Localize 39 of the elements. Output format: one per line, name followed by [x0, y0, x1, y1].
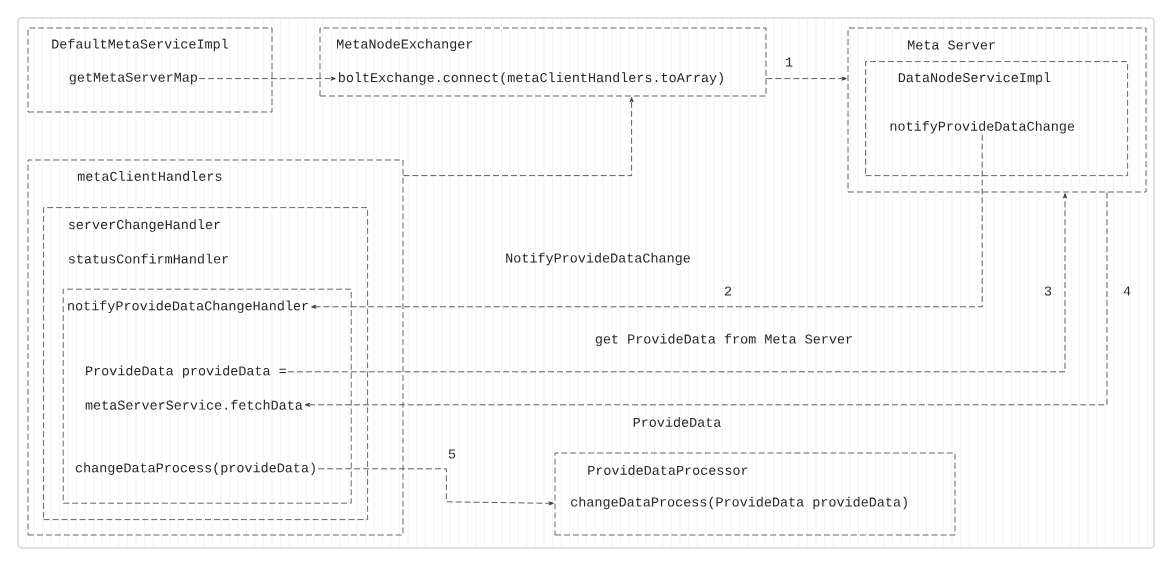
method-label: changeDataProcess(provideData)	[75, 462, 315, 476]
edge-label: 3	[1044, 286, 1052, 296]
method-label: getMetaServerMap	[69, 72, 197, 85]
box-title: DefaultMetaServiceImpl	[52, 38, 228, 52]
box-title: changeDataProcess(ProvideData provideData)	[571, 496, 907, 510]
edge-label: 5	[448, 449, 456, 459]
method-label: notifyProvideDataChangeHandler	[68, 300, 308, 314]
method-label: metaServerService.fetchData	[85, 399, 303, 410]
box-title: Meta Server	[908, 40, 995, 50]
class-box	[865, 61, 1128, 176]
arrow	[287, 193, 1067, 373]
box-title: statusConfirmHandler	[68, 253, 228, 264]
flow-label: ProvideData	[633, 417, 721, 427]
edge-label: 4	[1123, 286, 1131, 296]
server-box	[847, 27, 1147, 193]
class-box	[319, 27, 767, 97]
edge-label: 1	[785, 57, 793, 67]
method-label: boltExchange.connect(metaClientHandlers.toArray)	[338, 72, 723, 85]
box-title: metaClientHandlers	[77, 171, 222, 181]
arrow	[304, 192, 1108, 407]
arrow	[311, 134, 983, 309]
flow-label: NotifyProvideDataChange	[506, 252, 690, 266]
class-box	[554, 452, 956, 536]
handler-box	[43, 207, 368, 520]
handler-group-box	[27, 159, 404, 536]
method-label: notifyProvideDataChange	[890, 120, 1075, 134]
arrow	[403, 97, 634, 176]
class-box	[27, 27, 273, 113]
box-title: ProvideDataProcessor	[588, 465, 748, 475]
handler-box	[62, 288, 352, 504]
arrow	[317, 468, 554, 506]
flow-label: get ProvideData from Meta Server	[595, 333, 852, 347]
edge-label: 2	[724, 286, 732, 296]
box-title: DataNodeServiceImpl	[898, 72, 1051, 85]
arrow	[766, 76, 847, 81]
box-title: serverChangeHandler	[68, 219, 220, 232]
arrow	[198, 76, 336, 81]
method-label: ProvideData provideData =	[86, 365, 286, 379]
box-title: MetaNodeExchanger	[337, 38, 473, 52]
